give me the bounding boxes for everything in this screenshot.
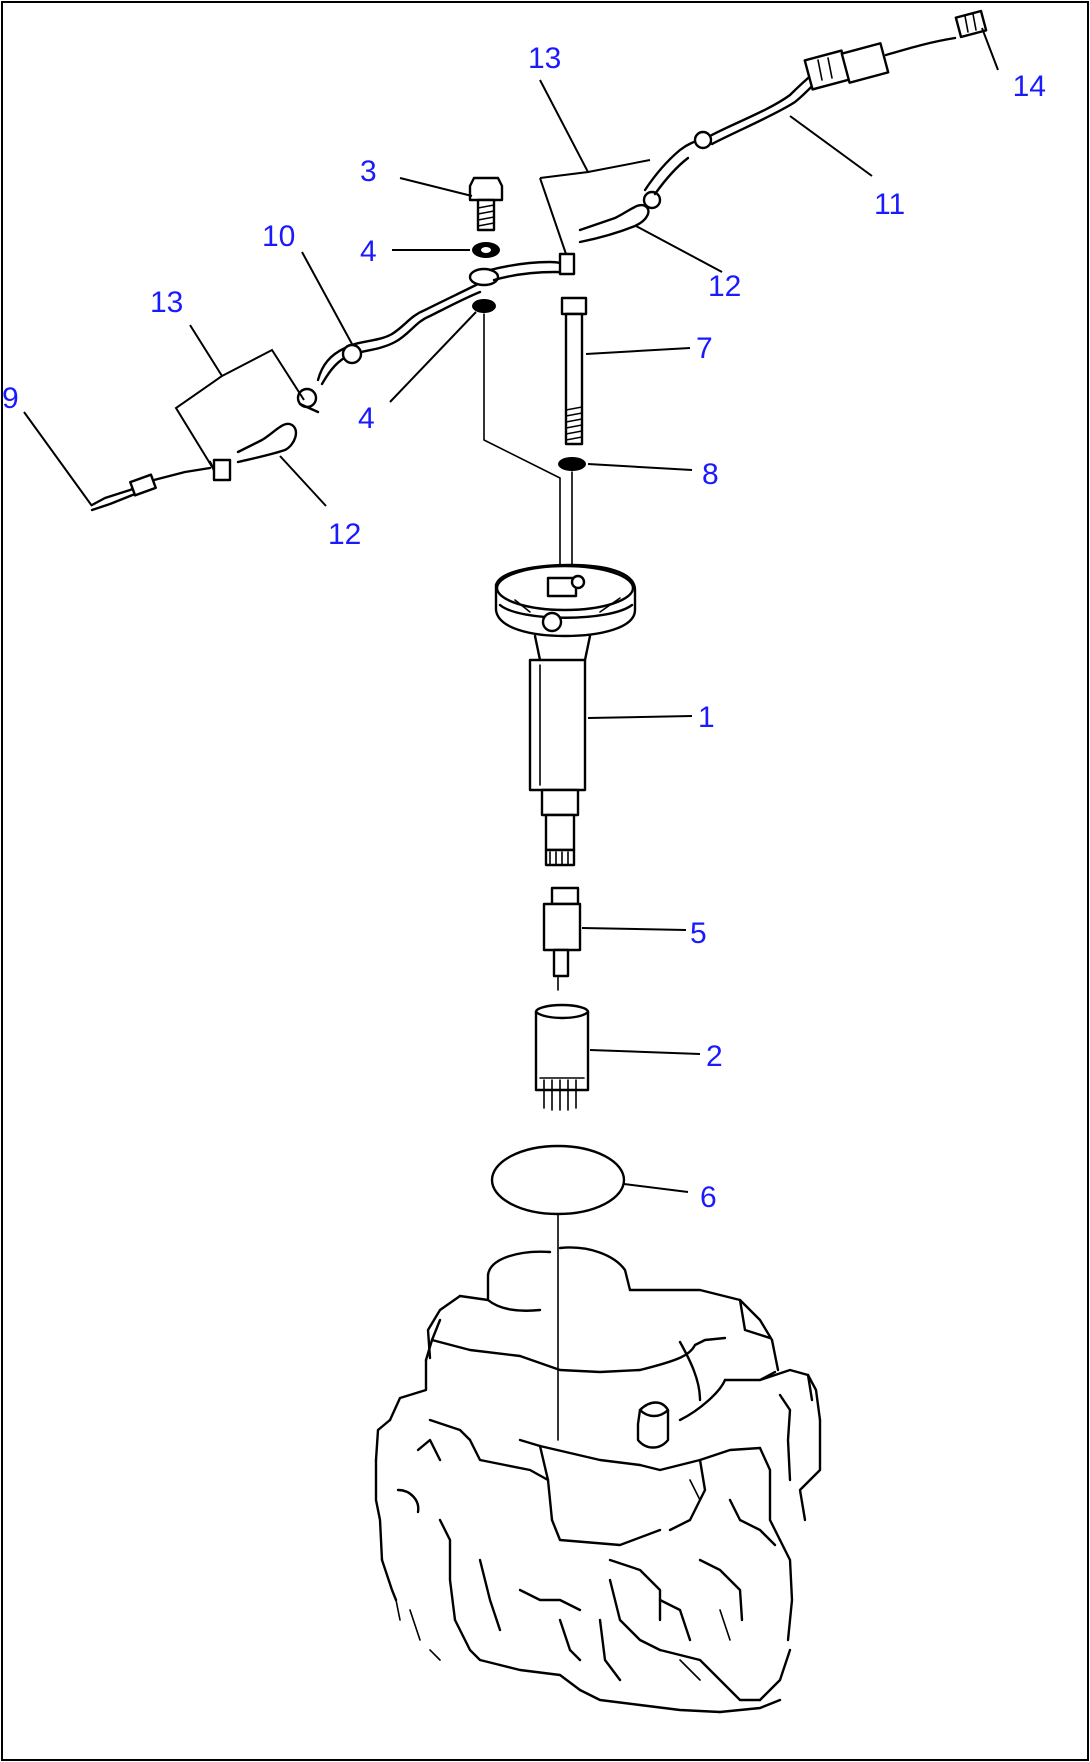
callout-14: 14: [1013, 70, 1046, 103]
callout-7: 7: [696, 332, 713, 365]
callout-4-lower: 4: [358, 402, 375, 435]
callout-13-right: 13: [528, 42, 561, 75]
sensor-body-1: [494, 563, 637, 867]
callout-12-left: 12: [328, 518, 361, 551]
bolt-3: [468, 176, 504, 232]
callout-8: 8: [702, 458, 719, 491]
leader-lines: [23, 27, 999, 1193]
washer-4-lower: [472, 299, 496, 313]
bolt-7: [560, 296, 588, 446]
part-5: [542, 886, 582, 991]
callout-9: 9: [2, 382, 19, 415]
callout-2: 2: [706, 1040, 723, 1073]
callout-10: 10: [262, 220, 295, 253]
housing: [374, 1246, 822, 1714]
alignment-line: [483, 313, 561, 571]
callout-12-right: 12: [708, 270, 741, 303]
callout-5: 5: [690, 917, 707, 950]
wire-harness: [90, 9, 988, 512]
o-ring-6: [490, 1144, 626, 1216]
callout-13-left: 13: [150, 286, 183, 319]
callout-3: 3: [360, 155, 377, 188]
callout-1: 1: [698, 701, 715, 734]
callouts: 1 2 3 4 4 5 6 7 8 9 10 11 12 12 13 13 14: [2, 42, 1046, 1214]
washer-8: [558, 457, 586, 471]
callout-6: 6: [700, 1181, 717, 1214]
callout-4-upper: 4: [360, 235, 377, 268]
part-2: [534, 1003, 590, 1111]
callout-11: 11: [874, 188, 905, 221]
